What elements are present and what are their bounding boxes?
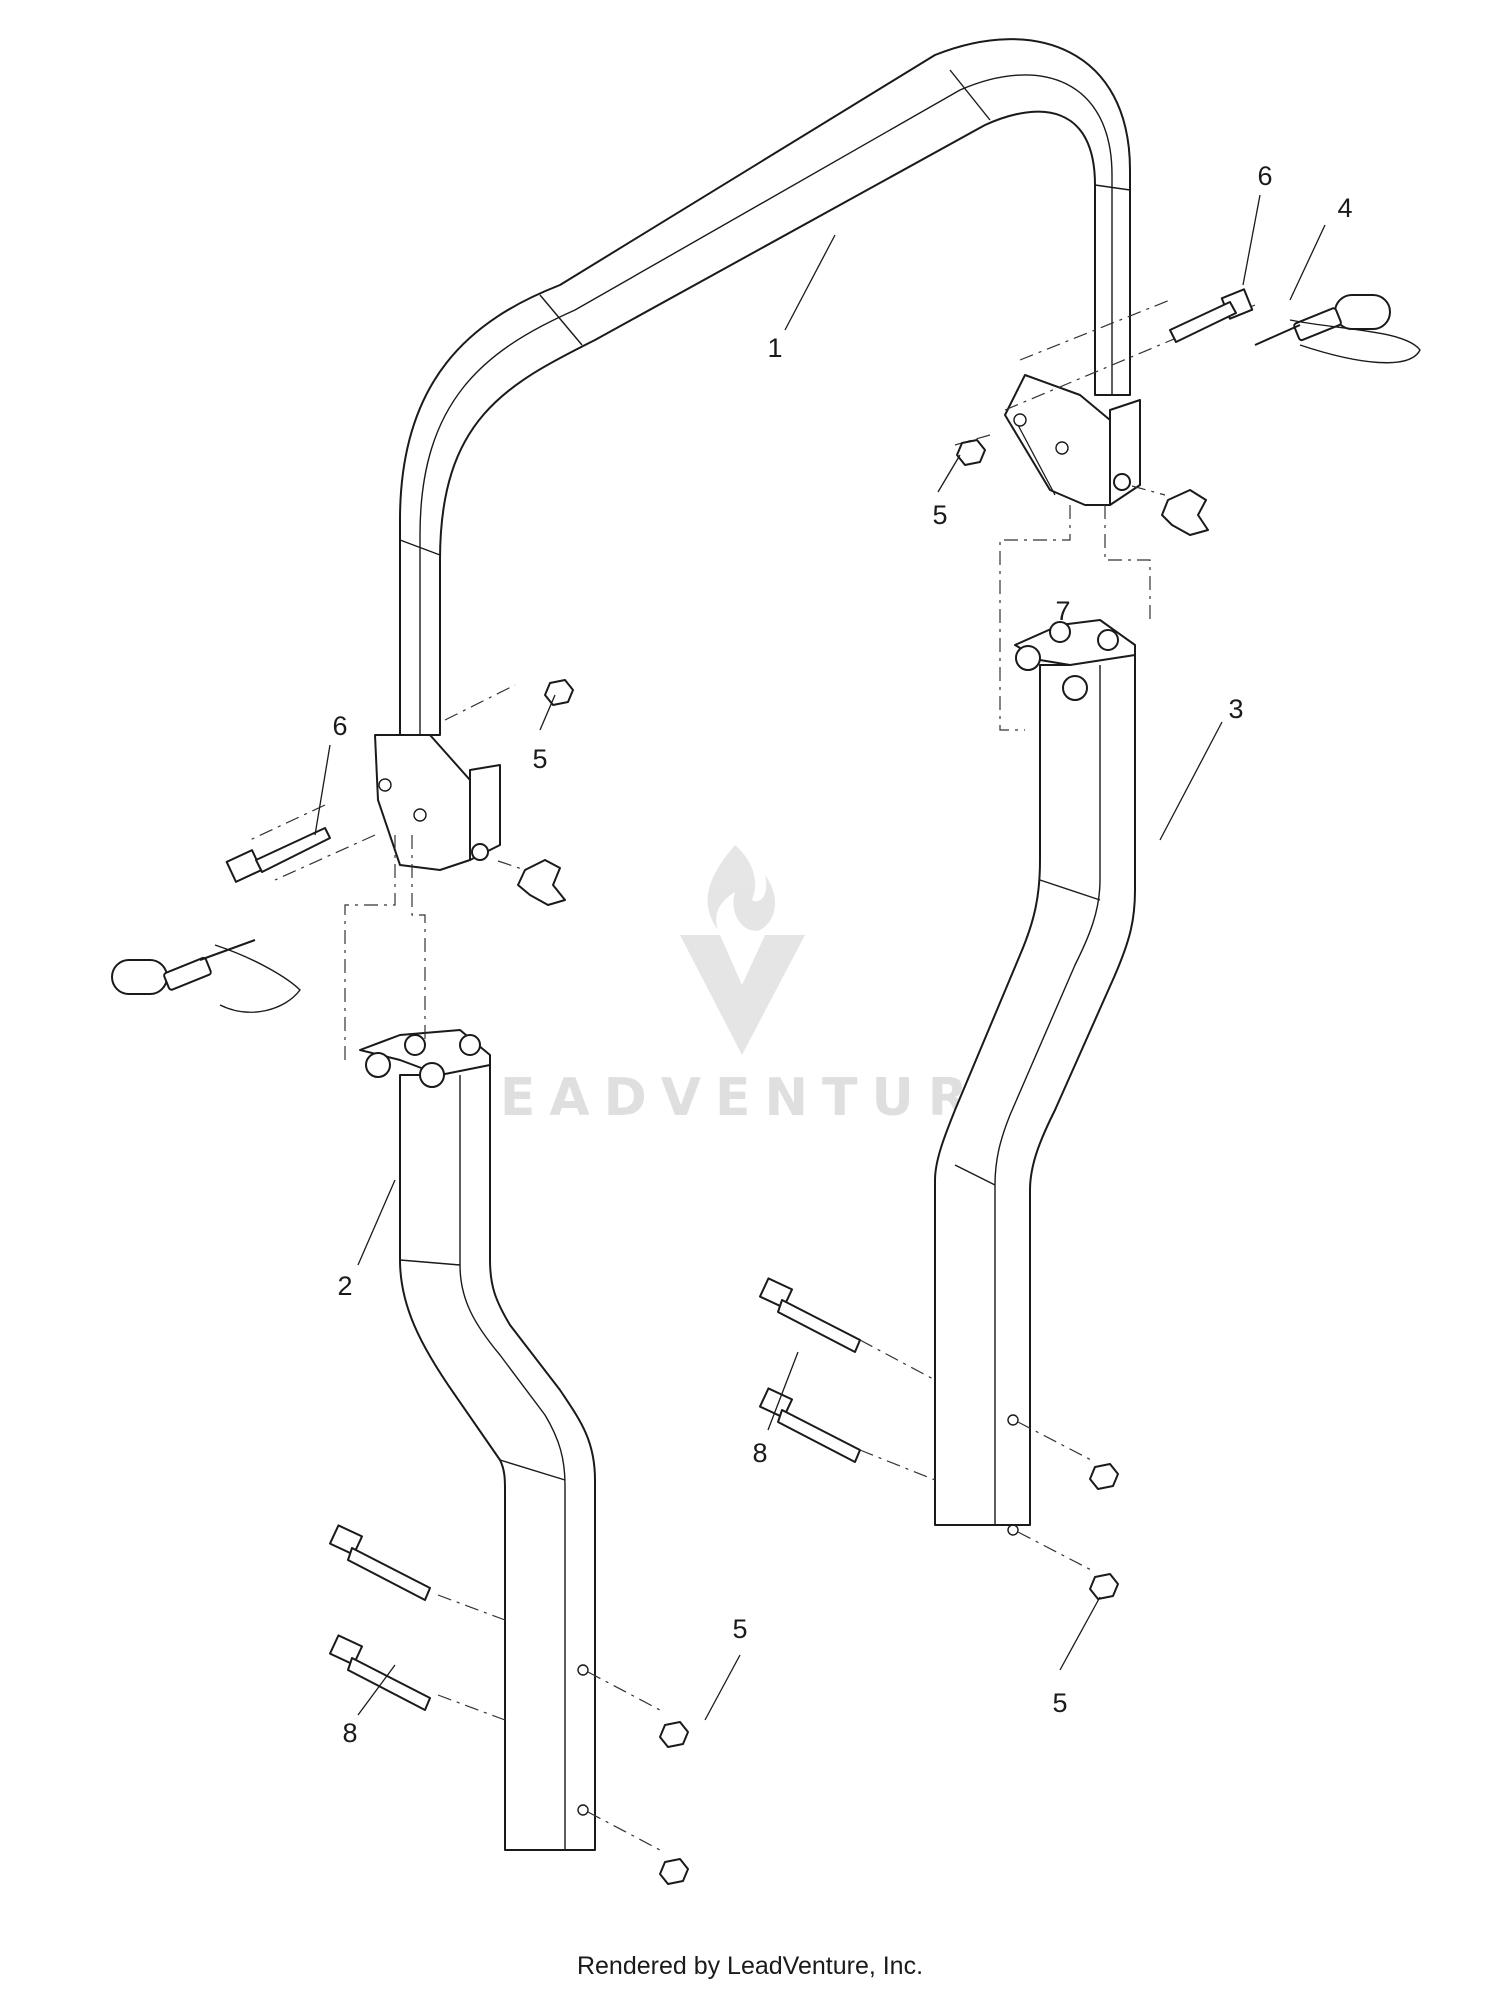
callout-2: 2 (337, 1271, 352, 1301)
footer-credit: Rendered by LeadVenture, Inc. (576, 1952, 924, 1980)
mount-bolts-left (328, 1524, 431, 1711)
upper-roll-bar-hoop (374, 38, 1141, 871)
callout-8-right: 8 (752, 1438, 767, 1468)
hitch-pin-right (1254, 294, 1421, 364)
callout-4: 4 (1337, 193, 1352, 223)
callout-5-top-left: 5 (532, 744, 547, 774)
callout-leaders (314, 194, 1326, 1721)
flame-logo-icon (707, 845, 776, 931)
clevis-bolt-right (1169, 288, 1254, 343)
v-logo-icon (680, 935, 805, 1055)
callout-labels: 1 2 3 4 5 5 5 5 6 6 7 8 8 (332, 161, 1352, 1748)
right-lower-upright (934, 619, 1136, 1536)
clevis-bolt-left (225, 827, 331, 883)
callout-8-left: 8 (342, 1718, 357, 1748)
callout-5-bottom-right: 5 (1052, 1688, 1067, 1718)
mount-bolts-right (758, 1277, 861, 1463)
callout-7: 7 (1055, 596, 1070, 626)
left-lower-upright (359, 1029, 596, 1851)
hitch-pin-left (111, 939, 301, 1013)
lock-nuts (544, 439, 1119, 1885)
callout-6-left: 6 (332, 711, 347, 741)
watermark-text: LEADVENTURE (453, 1068, 1032, 1128)
callout-5-top-right: 5 (932, 500, 947, 530)
star-knobs (517, 489, 1209, 906)
callout-5-bottom-left: 5 (732, 1614, 747, 1644)
callout-1: 1 (767, 333, 782, 363)
callout-3: 3 (1228, 694, 1243, 724)
leadventure-watermark: LEADVENTURE (453, 845, 1032, 1128)
callout-6-right: 6 (1257, 161, 1272, 191)
